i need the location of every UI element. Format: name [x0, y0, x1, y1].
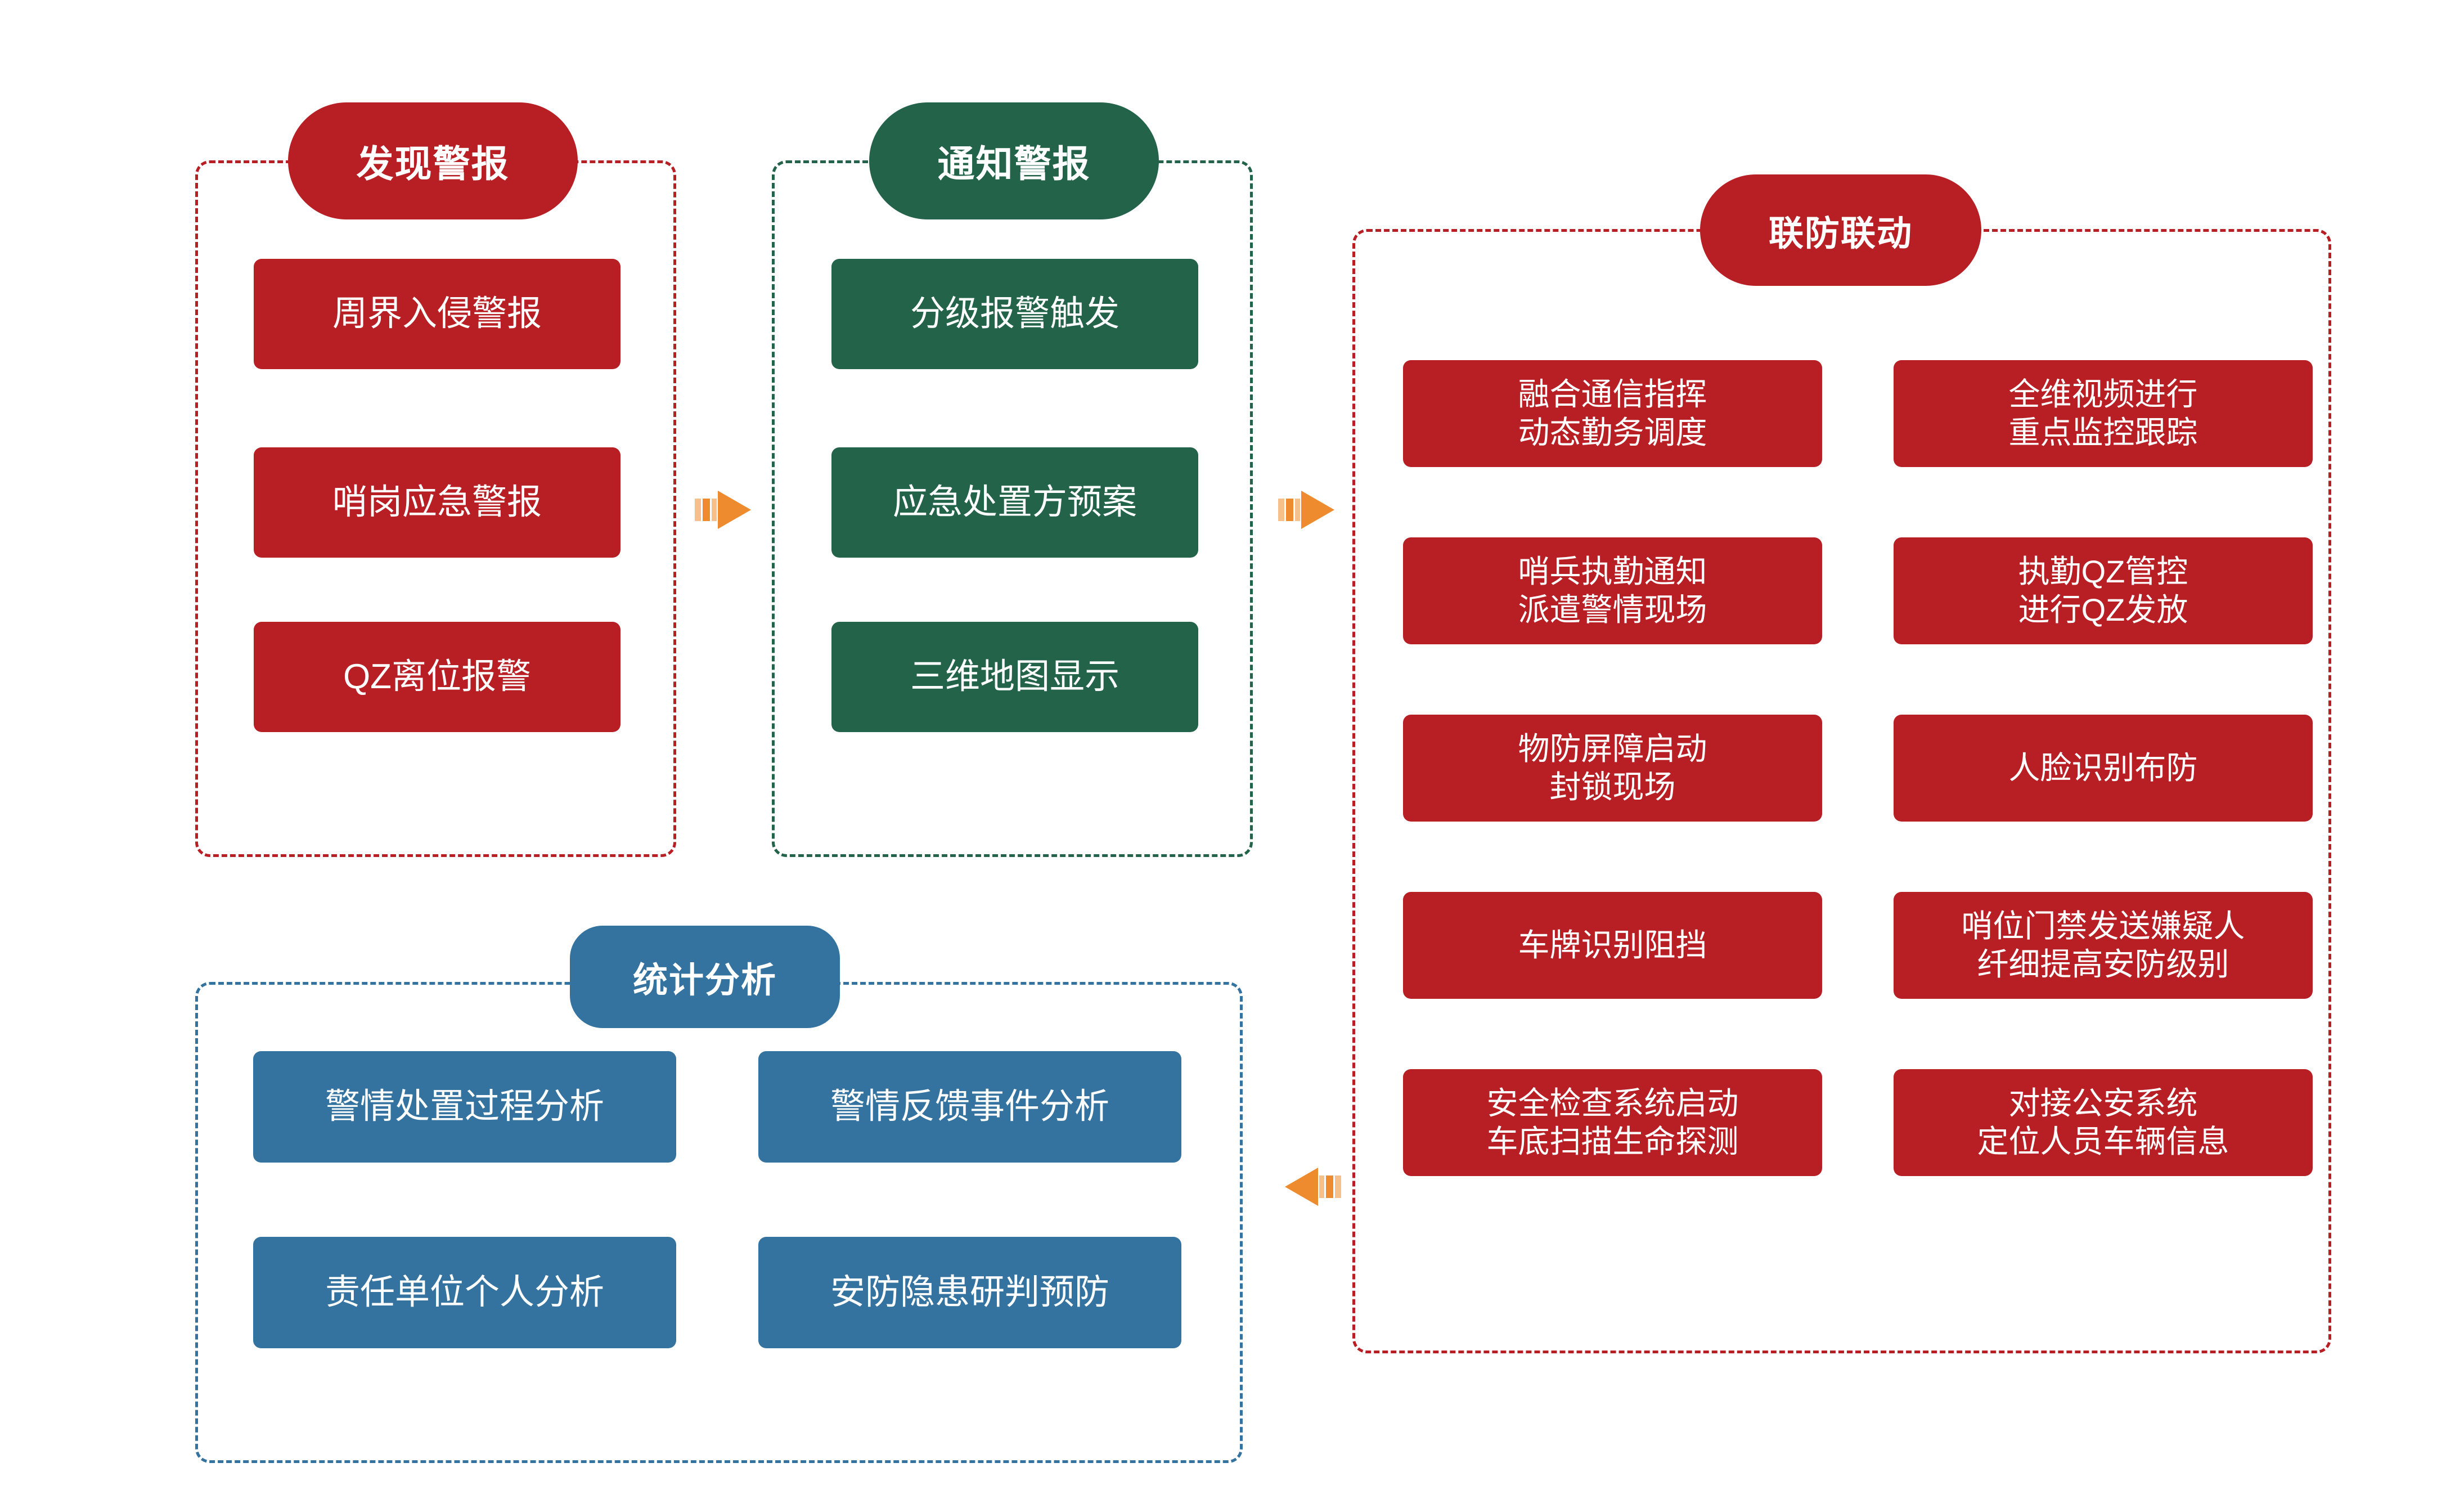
box-joint-left-5[interactable]: 安全检查系统启动 车底扫描生命探测 — [1403, 1069, 1822, 1176]
arrow-joint-to-statistics-icon — [1283, 1162, 1341, 1212]
box-statistics-item-2[interactable]: 警情反馈事件分析 — [758, 1051, 1181, 1163]
box-joint-left-4[interactable]: 车牌识别阻挡 — [1403, 892, 1822, 999]
box-joint-right-3[interactable]: 人脸识别布防 — [1894, 715, 2313, 822]
box-joint-left-2[interactable]: 哨兵执勤通知 派遣警情现场 — [1403, 537, 1822, 644]
box-joint-left-1[interactable]: 融合通信指挥 动态勤务调度 — [1403, 360, 1822, 467]
box-statistics-item-4[interactable]: 安防隐患研判预防 — [758, 1237, 1181, 1348]
panel-title-discover-alarm[interactable]: 发现警报 — [288, 102, 578, 219]
box-notify-item-2[interactable]: 应急处置方预案 — [831, 447, 1198, 558]
box-statistics-item-3[interactable]: 责任单位个人分析 — [253, 1237, 676, 1348]
box-joint-right-4[interactable]: 哨位门禁发送嫌疑人 纤细提高安防级别 — [1894, 892, 2313, 999]
arrow-discover-to-notify-icon — [695, 485, 753, 535]
box-discover-item-3[interactable]: QZ离位报警 — [254, 622, 621, 732]
box-statistics-item-1[interactable]: 警情处置过程分析 — [253, 1051, 676, 1163]
panel-title-notify-alarm[interactable]: 通知警报 — [869, 102, 1159, 219]
box-joint-right-2[interactable]: 执勤QZ管控 进行QZ发放 — [1894, 537, 2313, 644]
box-joint-left-3[interactable]: 物防屏障启动 封锁现场 — [1403, 715, 1822, 822]
box-joint-right-5[interactable]: 对接公安系统 定位人员车辆信息 — [1894, 1069, 2313, 1176]
box-notify-item-1[interactable]: 分级报警触发 — [831, 259, 1198, 369]
box-joint-right-1[interactable]: 全维视频进行 重点监控跟踪 — [1894, 360, 2313, 467]
box-notify-item-3[interactable]: 三维地图显示 — [831, 622, 1198, 732]
box-discover-item-2[interactable]: 哨岗应急警报 — [254, 447, 621, 558]
panel-title-joint-defense[interactable]: 联防联动 — [1700, 174, 1981, 286]
box-discover-item-1[interactable]: 周界入侵警报 — [254, 259, 621, 369]
panel-title-statistics-analysis[interactable]: 统计分析 — [570, 926, 840, 1028]
arrow-notify-to-joint-icon — [1278, 485, 1337, 535]
